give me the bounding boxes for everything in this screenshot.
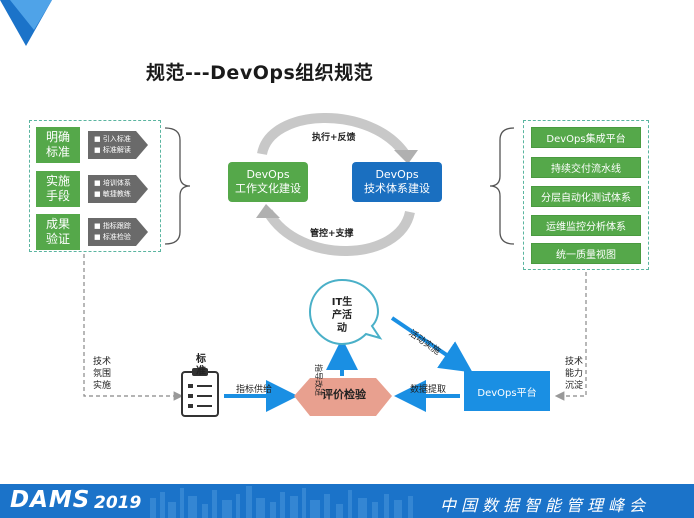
culture-building-box: DevOps 工作文化建设	[228, 162, 308, 202]
group-result-verification: 成果 验证	[36, 214, 80, 250]
item-bullet: ■ 敏捷教练	[94, 190, 131, 198]
arrow-activity-implementation	[390, 316, 473, 373]
control-support-label: 管控+支撑	[310, 229, 354, 239]
indicator-supply-label: 指标供给	[236, 385, 273, 395]
standard-label: 标 准	[196, 354, 206, 377]
group-clarify-standard: 明确 标准	[36, 127, 80, 163]
cycle-arrowhead-bottom	[256, 204, 280, 218]
page-title: 规范---DevOps组织规范	[146, 62, 374, 84]
left-groups-panel	[29, 120, 161, 252]
left-dashed-connector	[83, 254, 184, 401]
city-skyline-decoration	[150, 486, 413, 518]
group-1-items: ■ 引入标准 ■ 标准解读	[88, 131, 148, 159]
right-item-quality-view: 统一质量视图	[531, 243, 641, 264]
right-items-panel	[523, 120, 649, 270]
right-item-delivery-pipeline: 持续交付流水线	[531, 157, 641, 178]
left-brace	[164, 127, 191, 245]
devops-platform-box: DevOps平台	[464, 371, 550, 411]
item-bullet: ■ 标准检验	[94, 233, 131, 241]
item-bullet: ■ 引入标准	[94, 135, 131, 143]
item-bullet: ■ 培训体系	[94, 179, 131, 187]
footer-year: 2019	[94, 493, 142, 513]
evaluation-octagon	[294, 378, 392, 416]
cycle-arrowhead-top	[394, 150, 418, 164]
execute-feedback-label: 执行+反馈	[312, 133, 356, 143]
guide-improve-label: 指导改进	[314, 364, 323, 396]
right-item-test-system: 分层自动化测试体系	[531, 186, 641, 207]
tech-system-building-box: DevOps 技术体系建设	[352, 162, 442, 202]
group-3-items: ■ 指标跟踪 ■ 标准检验	[88, 218, 148, 246]
footer-banner: DAMS 2019 中国数据智能管理峰会	[0, 484, 694, 518]
right-brace	[489, 127, 515, 245]
right-item-devops-platform: DevOps集成平台	[531, 127, 641, 148]
right-item-monitoring-system: 运维监控分析体系	[531, 215, 641, 236]
group-2-items: ■ 培训体系 ■ 敏捷教练	[88, 175, 148, 203]
item-bullet: ■ 标准解读	[94, 146, 131, 154]
right-dashed-connector	[554, 272, 587, 401]
group-implementation-means: 实施 手段	[36, 171, 80, 207]
footer-brand: DAMS	[10, 487, 91, 513]
cycle-arc-bottom	[263, 209, 415, 256]
evaluation-label: 评价检验	[322, 388, 366, 401]
item-bullet: ■ 指标跟踪	[94, 222, 131, 230]
logo-triangle-icon	[0, 0, 52, 46]
footer-conference: 中国数据智能管理峰会	[440, 496, 651, 515]
it-activity-bubble	[308, 278, 383, 346]
left-note: 技术 氛围 实施	[92, 357, 111, 391]
it-activity-label: IT生 产活 动	[331, 297, 353, 334]
right-note: 技术 能力 沉淀	[564, 357, 583, 391]
clipboard-icon	[181, 368, 219, 417]
cycle-arc-top	[257, 113, 410, 158]
data-extraction-label: 数据提取	[410, 385, 447, 395]
